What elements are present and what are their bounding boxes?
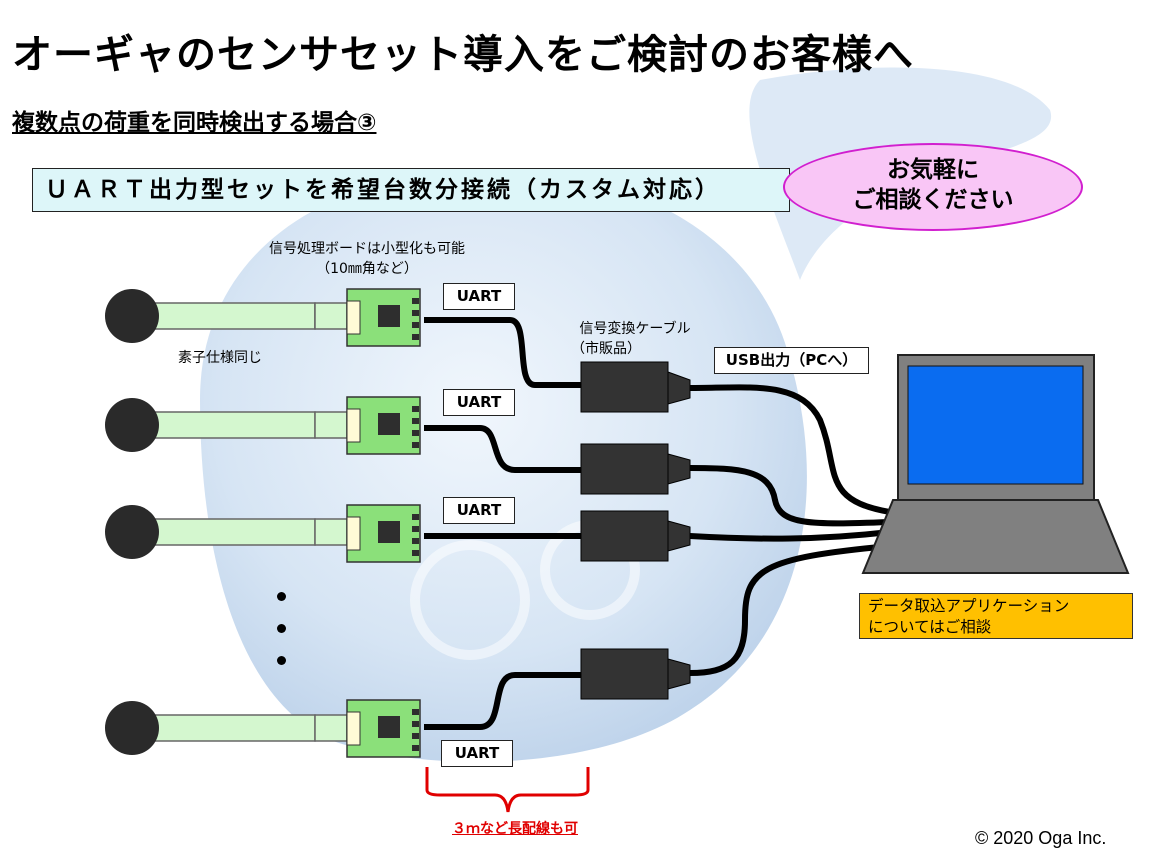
usb-label: USB出力（PCへ） bbox=[714, 347, 869, 374]
ellipsis-dot bbox=[277, 656, 286, 665]
board-note: 信号処理ボードは小型化も可能 （10㎜角など） bbox=[232, 238, 502, 278]
signal-board-4 bbox=[346, 699, 421, 758]
sensor-row-3 bbox=[105, 505, 348, 559]
copyright: © 2020 Oga Inc. bbox=[975, 828, 1107, 848]
consult-line-2: ご相談ください bbox=[852, 187, 1014, 213]
usb-cables bbox=[689, 384, 891, 676]
ellipsis-dot bbox=[277, 592, 286, 601]
cable-note-line-1: 信号変換ケーブル bbox=[579, 321, 691, 337]
consult-bubble: お気軽に ご相談ください bbox=[783, 143, 1083, 231]
uart-label-2: UART bbox=[443, 389, 515, 416]
element-note: 素子仕様同じ bbox=[178, 350, 262, 366]
signal-board-1 bbox=[346, 288, 421, 347]
converter-4 bbox=[580, 648, 691, 700]
converter-2 bbox=[580, 443, 691, 495]
sensor-row-1 bbox=[105, 289, 348, 343]
converter-1 bbox=[580, 361, 691, 413]
uart-label-1: UART bbox=[443, 283, 515, 310]
laptop bbox=[861, 354, 1130, 574]
board-note-line-1: 信号処理ボードは小型化も可能 bbox=[269, 241, 465, 257]
custom-banner: ＵＡＲＴ出力型セットを希望台数分接続（カスタム対応） bbox=[32, 168, 790, 212]
long-wire-note: ３ｍなど長配線も可 bbox=[452, 821, 578, 837]
uart-label-3: UART bbox=[443, 497, 515, 524]
converter-3 bbox=[580, 510, 691, 562]
sensor-row-4 bbox=[105, 701, 348, 755]
length-brace bbox=[425, 767, 590, 813]
cable-note-line-2: （市販品） bbox=[571, 341, 641, 357]
page-subtitle: 複数点の荷重を同時検出する場合③ bbox=[12, 110, 377, 136]
cable-note: 信号変換ケーブル （市販品） bbox=[565, 318, 705, 358]
uart-cables bbox=[424, 317, 581, 730]
app-note-line-2: についてはご相談 bbox=[868, 618, 992, 636]
ellipsis-dot bbox=[277, 624, 286, 633]
app-note-line-1: データ取込アプリケーション bbox=[868, 597, 1070, 615]
app-note: データ取込アプリケーション についてはご相談 bbox=[859, 593, 1133, 639]
page-title: オーギャのセンサセット導入をご検討のお客様へ bbox=[12, 32, 914, 78]
signal-board-3 bbox=[346, 504, 421, 563]
signal-board-2 bbox=[346, 396, 421, 455]
board-note-line-2: （10㎜角など） bbox=[316, 261, 418, 277]
sensor-row-2 bbox=[105, 398, 348, 452]
uart-label-4: UART bbox=[441, 740, 513, 767]
consult-line-1: お気軽に bbox=[887, 157, 979, 183]
